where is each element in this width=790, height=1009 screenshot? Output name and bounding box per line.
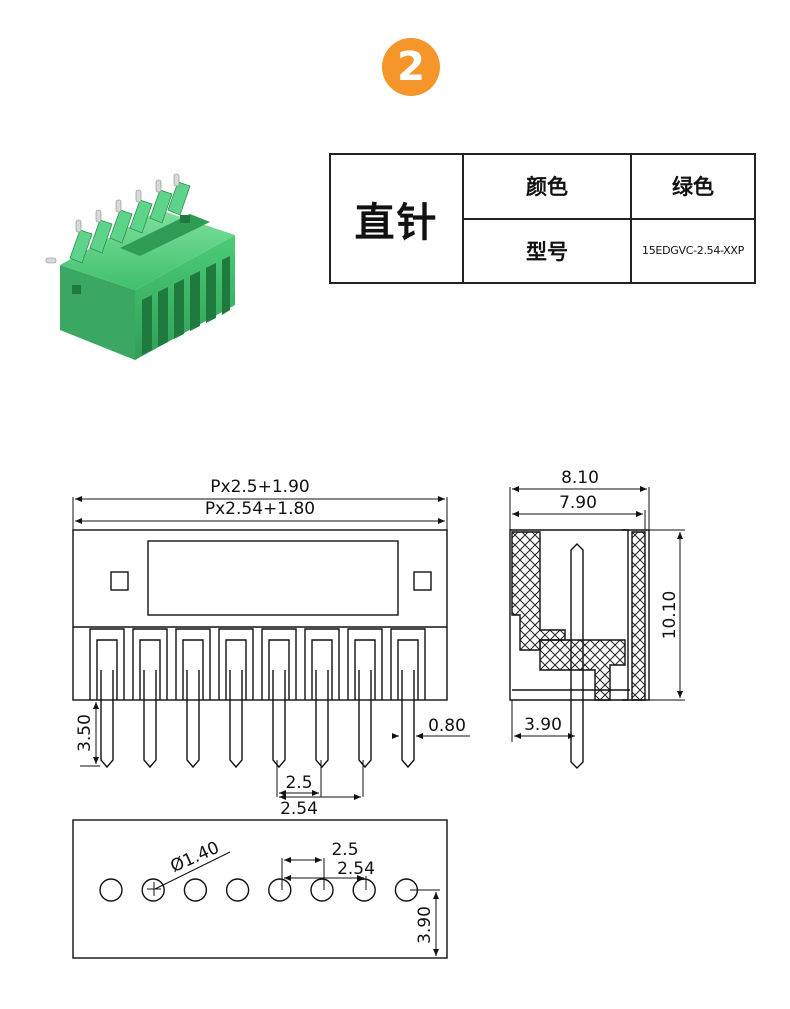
front-pin-slot-inner (225, 639, 247, 700)
front-pin-slot-inner (354, 639, 376, 700)
connector-photo (45, 173, 235, 360)
dim-pin-offset: 3.90 (524, 715, 562, 735)
front-pin-slot (132, 628, 168, 700)
front-pin-slot-inner (311, 639, 333, 700)
dim-pin-length: 3.50 (75, 714, 95, 752)
dim-pitch-a: 2.5 (285, 773, 312, 793)
front-pin-slot (261, 628, 297, 700)
front-view-dims (80, 699, 470, 800)
front-pin (186, 670, 200, 769)
color-value: 绿色 (630, 153, 756, 220)
front-pin-slot (347, 628, 383, 700)
front-pin (229, 670, 243, 769)
front-pin (272, 670, 286, 769)
color-key: 颜色 (462, 153, 632, 220)
dim-pitch-b: 2.54 (280, 799, 318, 819)
dim-row-offset: 3.90 (415, 906, 435, 944)
front-pin-slot-inner (397, 639, 419, 700)
pcb-hole (99, 878, 123, 902)
model-value: 15EDGVC-2.54-XXP (630, 217, 756, 284)
pin-type-label: 直针 (329, 153, 464, 284)
pcb-hole (141, 878, 165, 902)
front-pin (315, 670, 329, 769)
dim-pcb-pitch-b: 2.54 (337, 859, 375, 879)
pcb-hole (310, 878, 334, 902)
pcb-hole (225, 878, 250, 902)
model-key: 型号 (462, 217, 632, 284)
pcb-hole (268, 878, 292, 902)
front-pin-slot-inner (268, 639, 290, 700)
front-pin-slot (218, 628, 254, 700)
front-pin (358, 670, 372, 769)
front-pin-slot (175, 628, 211, 700)
dim-width-b: Px2.54+1.80 (205, 499, 315, 519)
dim-depth-a: 8.10 (561, 468, 599, 488)
dim-pin-width: 0.80 (428, 716, 466, 736)
front-view (72, 496, 448, 701)
front-pin (401, 670, 415, 769)
front-pin-slot-inner (139, 639, 161, 700)
spec-table: 直针 颜色 绿色 型号 15EDGVC-2.54-XXP (329, 153, 756, 284)
step-number-badge: 2 (382, 38, 440, 96)
pcb-hole (352, 878, 376, 902)
dim-depth-b: 7.90 (559, 493, 597, 513)
front-view-pins (89, 628, 426, 769)
dim-height: 10.10 (660, 591, 680, 640)
front-pin-slot-inner (96, 639, 118, 700)
front-pin-slot (304, 628, 340, 700)
front-pin-slot (89, 628, 125, 700)
front-pin-slot-inner (182, 639, 204, 700)
pcb-layout (72, 819, 448, 959)
pcb-hole (183, 878, 208, 902)
dim-pcb-pitch-a: 2.5 (331, 840, 358, 860)
dim-hole-diameter: Ø1.40 (167, 838, 222, 877)
front-pin-slot (390, 628, 426, 700)
front-pin (143, 670, 157, 769)
pcb-dims (147, 851, 440, 956)
dim-width-a: Px2.5+1.90 (210, 477, 309, 497)
side-view (509, 486, 685, 769)
pcb-holes (99, 878, 419, 902)
front-pin (100, 670, 114, 769)
